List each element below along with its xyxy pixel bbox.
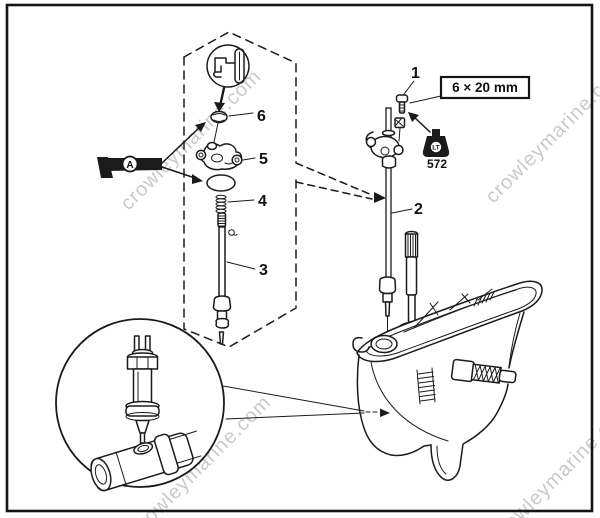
- detail-circle-clip: [206, 44, 250, 112]
- sealant-logo: LT: [432, 145, 439, 152]
- leader-arrowhead: [374, 192, 386, 203]
- sealant-icon: LT 572: [408, 112, 450, 171]
- part-6-clip: 6: [210, 108, 266, 148]
- sealant-part-number: 572: [427, 157, 447, 171]
- callout-2: 2: [414, 201, 423, 218]
- vent-louvers: [416, 367, 436, 405]
- arrowhead: [192, 174, 203, 184]
- part-1-bolt: 1: [395, 65, 420, 114]
- part-2-assembled-shift-rod: 2: [365, 107, 423, 339]
- detail-arrowhead: [214, 102, 225, 112]
- callout-5: 5: [259, 151, 268, 168]
- arrowhead: [408, 112, 419, 122]
- page-border: [5, 3, 594, 513]
- propeller-shaft: [450, 358, 517, 384]
- view-marker-a: A: [97, 122, 206, 184]
- note-box-text: 6 × 20 mm: [452, 80, 518, 95]
- clip-glyph: [214, 57, 236, 73]
- detail-circle-engagement: [55, 318, 390, 492]
- view-marker-label: A: [126, 160, 133, 171]
- dashed-exploded-region: [183, 31, 386, 348]
- callout-6: 6: [257, 108, 266, 125]
- callout-3: 3: [259, 262, 268, 279]
- water-tube: [352, 336, 370, 353]
- shift-plunger: [90, 430, 202, 492]
- arrowhead: [380, 408, 390, 417]
- callout-1: 1: [411, 65, 420, 82]
- part-3-shift-rod: 3: [212, 212, 268, 345]
- part-4-spring: 4: [215, 193, 267, 214]
- part-5-shift-cam: 5: [195, 141, 268, 171]
- arrowhead: [195, 122, 206, 132]
- deck-hatch-patch: [473, 291, 495, 307]
- note-box: 6 × 20 mm: [409, 75, 531, 104]
- o-ring: [206, 174, 236, 192]
- gearcase: [352, 280, 543, 481]
- callout-4: 4: [258, 193, 267, 210]
